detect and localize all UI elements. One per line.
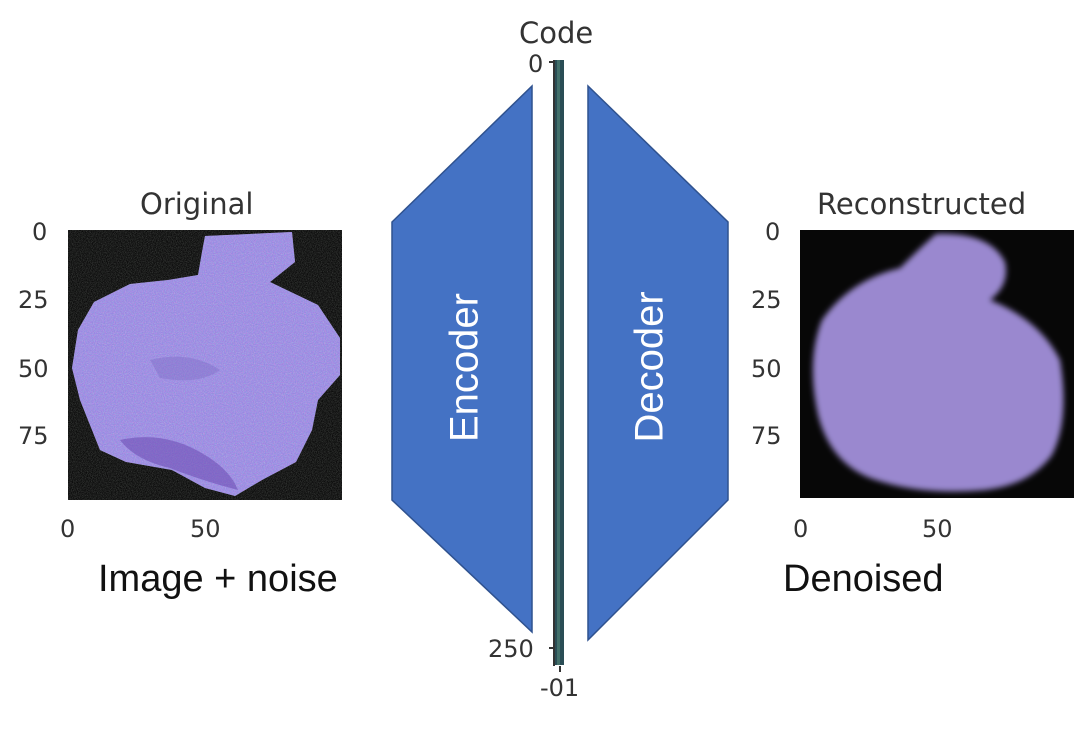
code-ytick-250: 250 (488, 635, 534, 663)
code-xtick: -01 (540, 674, 580, 702)
code-vector (549, 60, 564, 672)
reconstructed-xtick-0: 0 (793, 515, 809, 543)
original-ytick-0: 0 (32, 218, 48, 246)
original-xtick-0: 0 (60, 515, 76, 543)
encoder-label: Encoder (442, 293, 487, 442)
reconstructed-xtick-50: 50 (922, 515, 953, 543)
reconstructed-ytick-0: 0 (765, 218, 781, 246)
code-ytick-0: 0 (528, 50, 544, 78)
reconstructed-image (800, 230, 1074, 498)
original-image (68, 230, 342, 500)
reconstructed-ytick-75: 75 (751, 422, 782, 450)
original-ytick-50: 50 (18, 355, 49, 383)
decoder-label: Decoder (627, 291, 672, 443)
original-title: Original (140, 187, 254, 221)
decoder-shape (587, 84, 729, 642)
code-title: Code (519, 16, 594, 50)
original-xtick-50: 50 (190, 515, 221, 543)
original-ytick-25: 25 (18, 286, 49, 314)
reconstructed-title: Reconstructed (817, 187, 1027, 221)
encoder-shape (391, 84, 533, 634)
reconstructed-ytick-25: 25 (751, 286, 782, 314)
original-caption: Image + noise (98, 558, 338, 600)
reconstructed-caption: Denoised (783, 558, 944, 600)
reconstructed-ytick-50: 50 (751, 355, 782, 383)
original-ytick-75: 75 (18, 422, 49, 450)
